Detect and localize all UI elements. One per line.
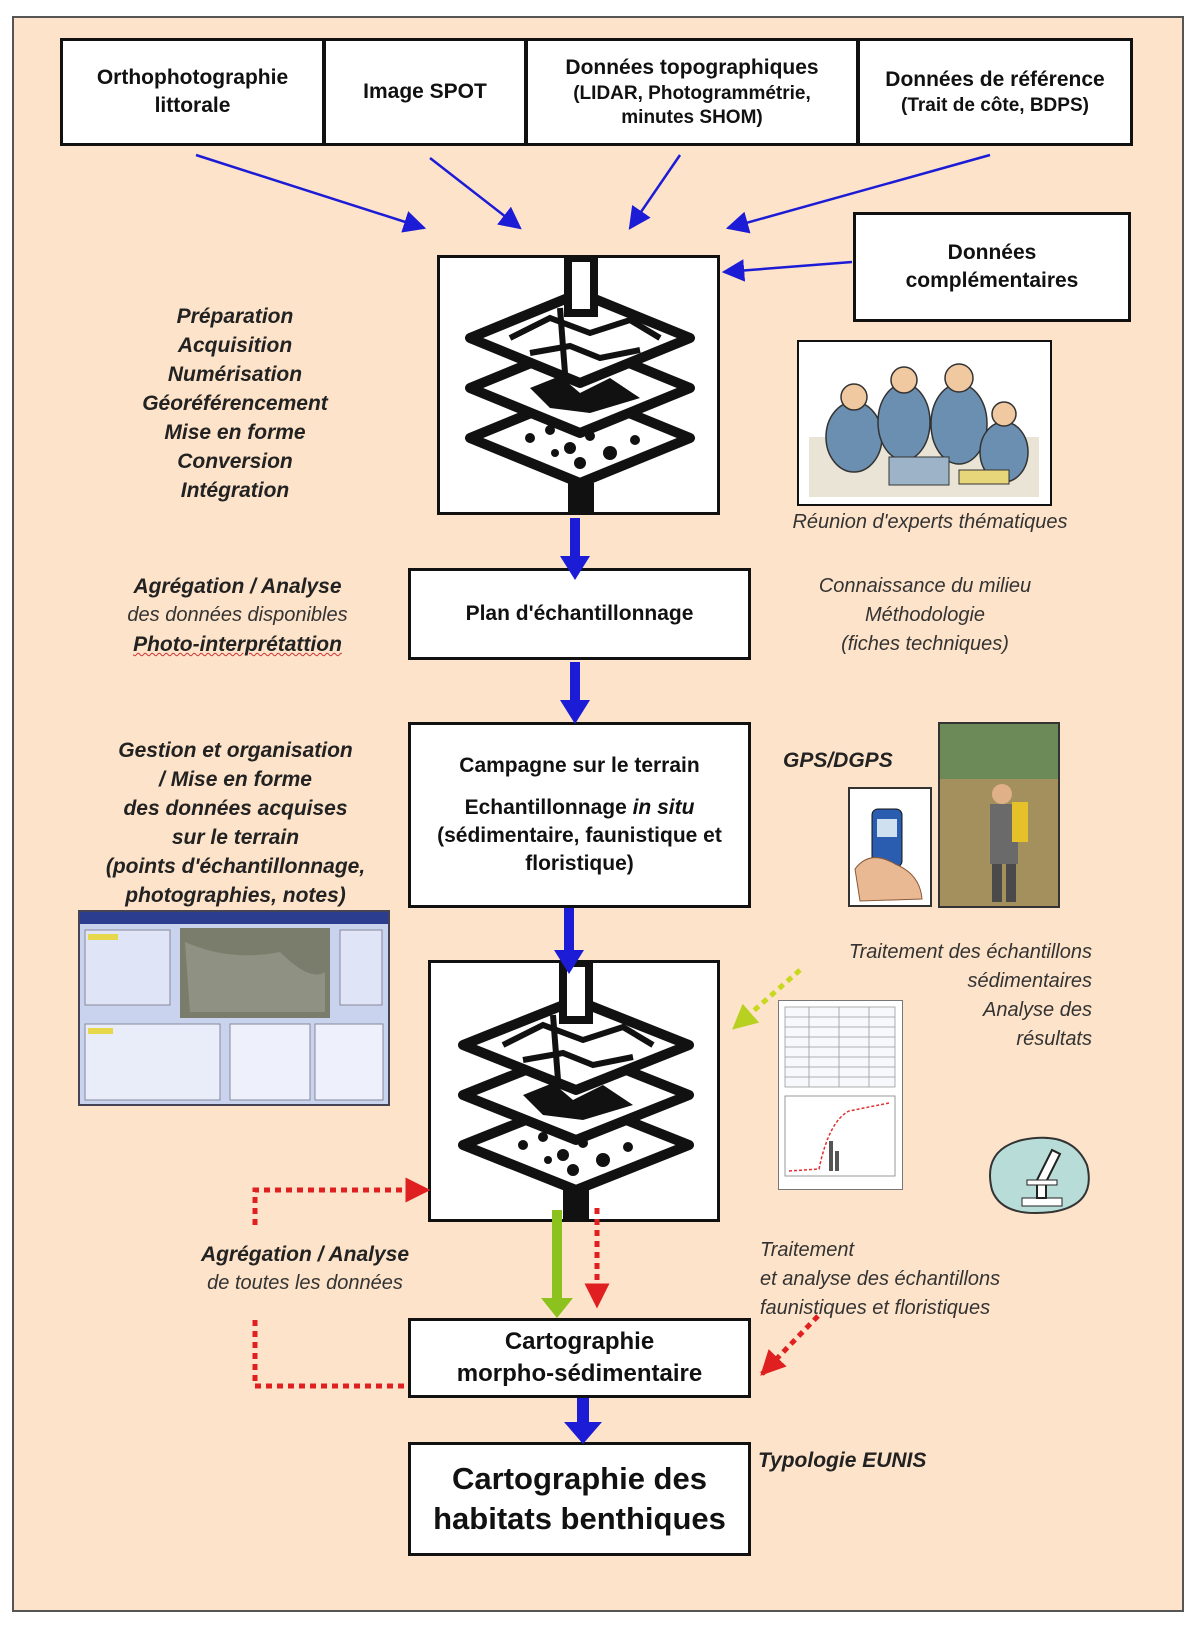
knowledge-methodology: Connaissance du milieu Méthodologie (fic… [818, 575, 1032, 655]
gps-label: GPS/DGPS [783, 749, 893, 772]
aggregation-title: Agrégation / Analyse [133, 575, 342, 598]
source-subtitle: (LIDAR, Photogrammétrie, minutes SHOM) [573, 83, 811, 128]
in-situ-label: in situ [632, 796, 695, 819]
gis-layers-box-bottom [428, 959, 720, 1222]
source-title: Orthophotographie littorale [96, 66, 289, 117]
aggregation-available-data: Agrégation / Analyse des données disponi… [95, 572, 380, 659]
complementary-data-label: Données complémentaires [905, 241, 1079, 292]
gps-handheld-photo [848, 787, 932, 907]
source-subtitle: (Trait de côte, BDPS) [901, 95, 1089, 116]
aggregation-subtitle: des données disponibles [127, 604, 348, 626]
field-data-management: Gestion et organisation / Mise en forme … [105, 739, 366, 907]
field-sampling-types: (sédimentaire, faunistique et floristiqu… [437, 824, 722, 875]
morpho-sedimentary-map-label: Cartographie morpho-sédimentaire [456, 1328, 703, 1387]
software-screenshot [78, 910, 390, 1106]
gis-layers-icon [458, 959, 694, 1219]
field-sampling-line: Echantillonnage in situ [465, 794, 695, 822]
microscope-icon [982, 1130, 1094, 1218]
field-campaign-box: Campagne sur le terrain Echantillonnage … [408, 722, 751, 908]
experts-caption: Réunion d'experts thématiques [792, 511, 1068, 533]
fauna-flora-treatment-label: Traitement et analyse des échantillons f… [760, 1239, 1001, 1319]
aggregation-title: Agrégation / Analyse [200, 1243, 410, 1266]
complementary-data-box: Données complémentaires [853, 212, 1131, 322]
benthic-habitat-map-label: Cartographie des habitats benthiques [433, 1461, 726, 1536]
source-box-orthophoto: Orthophotographie littorale [60, 38, 325, 146]
sampling-plan-box: Plan d'échantillonnage [408, 568, 751, 660]
morpho-sedimentary-map-box: Cartographie morpho-sédimentaire [408, 1318, 751, 1398]
field-sampling-prefix: Echantillonnage [464, 796, 633, 819]
field-survey-photo [938, 722, 1060, 908]
preparation-steps: Préparation Acquisition Numérisation Géo… [142, 305, 328, 502]
aggregation-all-data: Agrégation / Analyse de toutes les donné… [185, 1240, 425, 1298]
sampling-plan-label: Plan d'échantillonnage [465, 602, 694, 625]
granulometry-chart-thumbnail [778, 1000, 903, 1190]
benthic-habitat-map-box: Cartographie des habitats benthiques [408, 1442, 751, 1556]
source-title: Données topographiques [565, 56, 819, 79]
photo-interpretation-label: Photo-interprétattion [133, 633, 342, 656]
source-title: Données de référence [885, 68, 1105, 91]
experts-meeting-illustration [797, 340, 1052, 506]
field-campaign-title: Campagne sur le terrain [459, 754, 700, 777]
sediment-treatment-label: Traitement des échantillons sédimentaire… [848, 941, 1092, 1050]
aggregation-subtitle: de toutes les données [207, 1272, 403, 1294]
source-title: Image SPOT [363, 80, 487, 103]
gis-layers-box-top [437, 254, 720, 515]
source-box-topo: Données topographiques (LIDAR, Photogram… [525, 38, 859, 146]
source-box-spot: Image SPOT [323, 38, 527, 146]
eunis-typology-label: Typologie EUNIS [758, 1449, 927, 1472]
source-box-reference: Données de référence (Trait de côte, BDP… [857, 38, 1133, 146]
gis-layers-icon [465, 254, 695, 512]
